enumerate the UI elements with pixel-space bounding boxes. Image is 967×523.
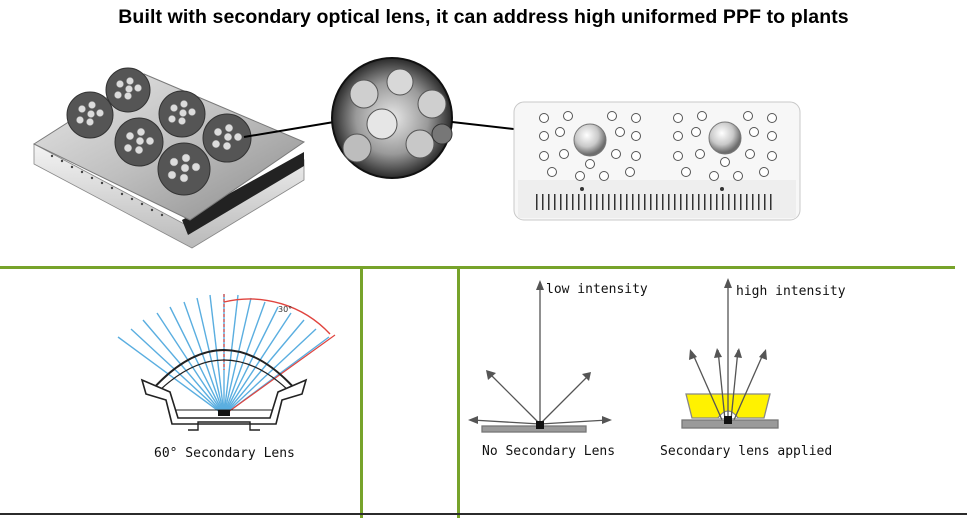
no-lens-diagram xyxy=(468,280,612,433)
light-rays xyxy=(117,294,330,416)
product-photo-band xyxy=(12,52,955,266)
lens-shell xyxy=(140,378,308,425)
headline: Built with secondary optical lens, it ca… xyxy=(118,6,849,28)
lens-beam-svg: 30° xyxy=(117,294,336,431)
lens-applied-caption: Secondary lens applied xyxy=(660,444,833,459)
led-fixture-angled xyxy=(32,67,306,249)
intensity-comparison: low intensity high intensity No Secondar… xyxy=(460,270,960,513)
led-fixture-front xyxy=(513,101,801,221)
high-intensity-label: high intensity xyxy=(736,284,846,299)
no-lens-caption: No Secondary Lens xyxy=(482,444,616,459)
lens-applied-diagram xyxy=(681,278,779,429)
callout-line-left xyxy=(243,121,335,138)
product-illustration xyxy=(32,57,801,249)
divider-vertical-1 xyxy=(360,266,363,518)
divider-horizontal xyxy=(0,266,955,269)
lens-dome xyxy=(151,349,297,391)
comparison-svg xyxy=(468,278,779,433)
angle-label: 30° xyxy=(278,305,292,314)
led-chip xyxy=(218,410,230,416)
low-intensity-label: low intensity xyxy=(546,282,648,297)
lens-caption: 60° Secondary Lens xyxy=(154,446,295,461)
angle-arc xyxy=(223,298,331,335)
lens-beam-diagram: 30° 60° Secondary Lens xyxy=(0,270,360,513)
lens-closeup-circle xyxy=(331,57,453,179)
led-base xyxy=(188,421,260,431)
bottom-rule xyxy=(0,513,967,515)
divider-vertical-2 xyxy=(457,266,460,518)
